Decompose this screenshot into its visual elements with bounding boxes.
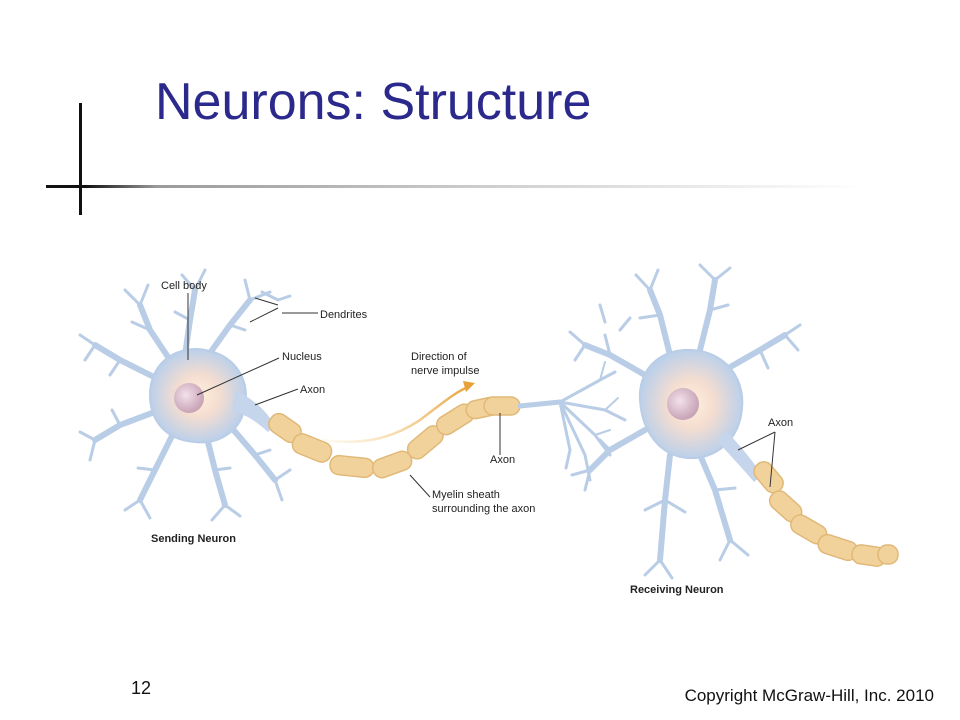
- label-axon-receiving: Axon: [768, 417, 793, 429]
- label-nucleus: Nucleus: [282, 351, 322, 363]
- label-myelin-line1: Myelin sheath: [432, 489, 500, 501]
- label-direction-line2: nerve impulse: [411, 365, 479, 377]
- label-myelin-line2: surrounding the axon: [432, 503, 535, 515]
- slide-title: Neurons: Structure: [155, 73, 592, 131]
- receiving-axon-hillock: [718, 430, 762, 482]
- axon-terminals: [517, 361, 627, 482]
- label-dendrites: Dendrites: [320, 309, 368, 321]
- receiving-nucleus: [667, 388, 699, 420]
- label-axon-middle: Axon: [490, 454, 515, 466]
- receiving-neuron: [568, 263, 899, 580]
- sending-dendrites: [78, 268, 292, 522]
- copyright-notice: Copyright McGraw-Hill, Inc. 2010: [684, 686, 934, 705]
- label-leader-lines: [187, 293, 776, 498]
- sending-neuron: [78, 268, 292, 522]
- label-cell-body: Cell body: [161, 280, 207, 292]
- receiving-myelin: [753, 461, 899, 567]
- label-receiving-neuron: Receiving Neuron: [630, 584, 724, 596]
- label-sending-neuron: Sending Neuron: [151, 533, 236, 545]
- receiving-dendrites: [568, 263, 802, 580]
- label-direction-line1: Direction of: [411, 351, 468, 363]
- slide-horizontal-rule: [46, 185, 866, 188]
- impulse-direction-arrow: [321, 381, 475, 444]
- page-number: 12: [131, 678, 152, 698]
- axon-myelin: [268, 396, 521, 479]
- sending-nucleus: [174, 383, 204, 413]
- slide-vertical-rule: [79, 103, 82, 215]
- label-axon-sending: Axon: [300, 384, 325, 396]
- sending-axon-hillock: [232, 390, 275, 432]
